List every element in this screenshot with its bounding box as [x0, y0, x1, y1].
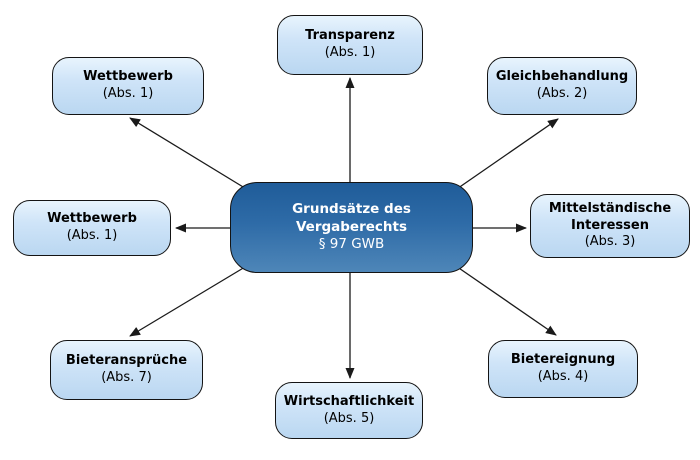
node-title: Gleichbehandlung [495, 69, 629, 85]
node-wettbewerb-left: Wettbewerb (Abs. 1) [13, 200, 171, 256]
node-title: Transparenz [305, 28, 395, 44]
node-title: Wirtschaftlichkeit [283, 393, 415, 409]
node-subtitle: (Abs. 2) [536, 86, 588, 101]
node-subtitle: (Abs. 1) [102, 86, 154, 101]
node-title: Bieteransprüche [65, 353, 188, 369]
node-subtitle: (Abs. 5) [323, 410, 375, 426]
node-subtitle: (Abs. 3) [584, 234, 636, 250]
node-title: Bietereignung [510, 352, 616, 368]
node-title: Mittelständische Interessen [548, 200, 672, 233]
node-subtitle: (Abs. 4) [537, 369, 589, 384]
arrow-to-wettbewerb-top-left [129, 117, 254, 194]
node-wirtschaftlichkeit: Wirtschaftlichkeit (Abs. 5) [275, 382, 423, 439]
arrow-to-bieteransprueche [129, 263, 251, 337]
node-subtitle: (Abs. 7) [101, 370, 152, 385]
node-subtitle: (Abs. 1) [324, 45, 376, 60]
node-gleichbehandlung: Gleichbehandlung (Abs. 2) [487, 57, 637, 115]
node-bieteransprueche: Bieteransprüche (Abs. 7) [50, 340, 203, 400]
node-subtitle: (Abs. 1) [66, 228, 118, 243]
node-mittelstaendische-interessen: Mittelständische Interessen (Abs. 3) [530, 194, 690, 258]
center-node-subtitle: § 97 GWB [318, 236, 385, 253]
node-bietereignung: Bietereignung (Abs. 4) [488, 340, 638, 398]
node-transparenz: Transparenz (Abs. 1) [277, 15, 423, 75]
node-title: Wettbewerb [83, 69, 173, 85]
node-title: Wettbewerb [47, 211, 137, 227]
arrow-to-gleichbehandlung [450, 118, 559, 194]
center-node-title: Grundsätze des Vergaberechts [292, 201, 411, 235]
node-grundsaetze-center: Grundsätze des Vergaberechts § 97 GWB [230, 182, 473, 273]
arrow-to-bietereignung [452, 263, 557, 336]
node-wettbewerb-top-left: Wettbewerb (Abs. 1) [52, 57, 204, 115]
